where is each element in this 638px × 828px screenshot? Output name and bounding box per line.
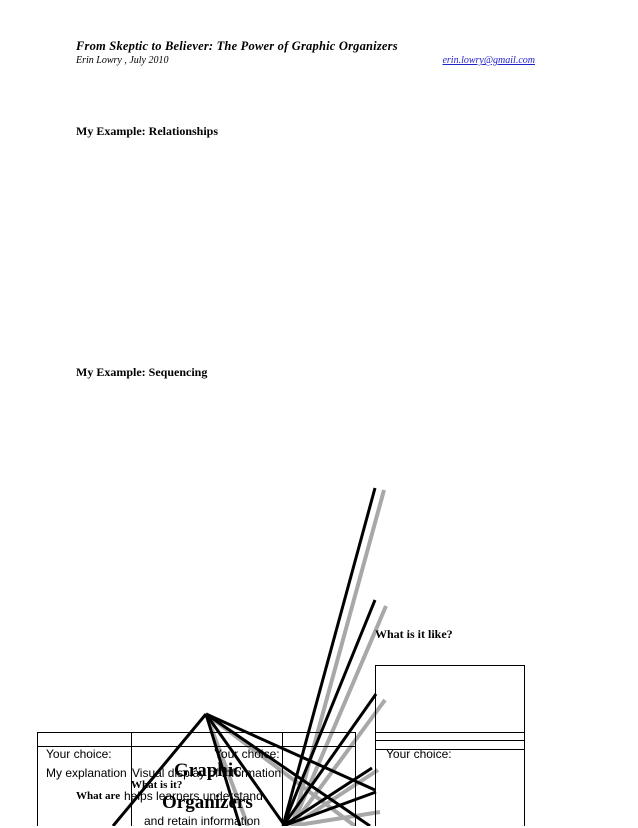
like-box-outline: [375, 665, 525, 826]
organizer-table: [37, 732, 356, 826]
choice-middle: Your choice:: [214, 747, 280, 761]
black-ray: [281, 693, 378, 826]
gray-ray: [290, 698, 387, 826]
what-is-it-label: What is it?: [131, 779, 183, 791]
graphic-word: Graphic: [174, 760, 242, 781]
black-ray: [281, 599, 377, 826]
what-is-it-like-label: What is it like?: [375, 627, 453, 641]
retain-information-text: and retain information: [144, 814, 261, 828]
black-ray: [282, 790, 377, 826]
organizers-word: Organizers: [162, 792, 253, 813]
choice-left: Your choice:: [46, 747, 112, 761]
email-link[interactable]: erin.lowry@gmail.com: [442, 55, 535, 66]
document-title: From Skeptic to Believer: The Power of G…: [76, 39, 398, 53]
like-box: [375, 665, 525, 826]
black-ray: [281, 487, 377, 826]
choice-right: Your choice:: [386, 747, 452, 761]
sequencing-heading: My Example: Sequencing: [76, 365, 208, 379]
author-date: Erin Lowry , July 2010: [76, 55, 169, 66]
visual-display-text: Visual display of information: [132, 766, 282, 780]
black-ray: [205, 712, 376, 792]
relationships-heading: My Example: Relationships: [76, 124, 219, 138]
what-are-label: What are: [76, 790, 121, 802]
table-outline: [37, 732, 356, 826]
gray-ray: [291, 810, 381, 826]
my-explanation: My explanation: [46, 766, 127, 780]
helps-learners-text: helps learners understand: [124, 789, 263, 803]
